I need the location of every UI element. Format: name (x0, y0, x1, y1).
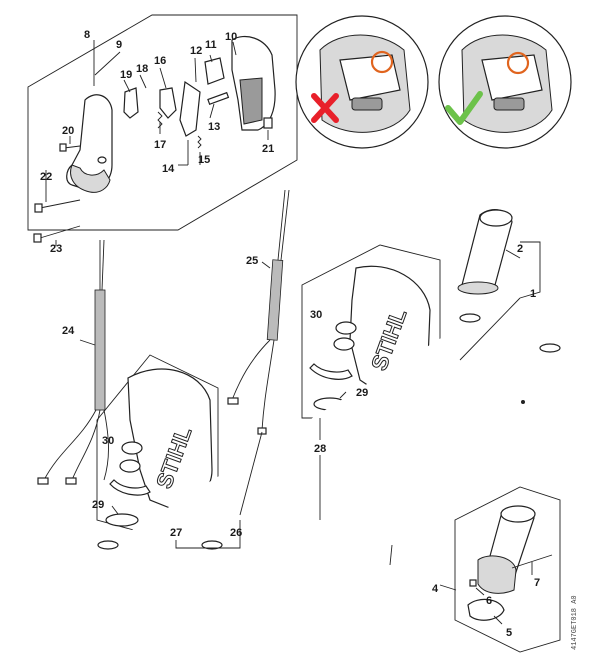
rod-13 (207, 91, 230, 106)
label-29-left: 29 (92, 499, 104, 511)
label-17: 17 (154, 139, 166, 151)
seal-30-left (121, 441, 143, 455)
label-21: 21 (262, 143, 274, 155)
clamp-29-left (105, 513, 139, 527)
cable-harness-25 (227, 189, 290, 435)
label-9: 9 (116, 39, 122, 51)
spring-15 (197, 135, 202, 149)
label-1: 1 (530, 288, 536, 300)
handle-screw-hole (97, 156, 107, 164)
bracket-1-2 (519, 241, 541, 299)
label-26: 26 (230, 527, 242, 539)
label-10: 10 (225, 31, 237, 43)
label-12: 12 (190, 45, 202, 57)
label-8: 8 (84, 29, 90, 41)
label-30-right: 30 (310, 309, 322, 321)
label-4: 4 (432, 583, 439, 595)
label-23: 23 (50, 243, 62, 255)
screw-23 (33, 225, 81, 246)
label-20: 20 (62, 125, 74, 137)
label-25: 25 (246, 255, 258, 267)
bottom-handle-frame (454, 486, 561, 653)
wrong-mounting-view (295, 15, 429, 149)
clip-right (309, 363, 353, 380)
red-x-icon (311, 93, 339, 123)
handlebar-assembly (92, 313, 561, 652)
loop-handle-clamp (477, 555, 517, 594)
label-28: 28 (314, 443, 326, 455)
handle-housing-base (70, 164, 111, 193)
handle-housing-interior (239, 77, 263, 125)
label-30-left: 30 (102, 435, 114, 447)
label-6: 6 (486, 595, 492, 607)
spring-17 (157, 111, 163, 129)
lever-19 (123, 87, 139, 119)
nut-6 (469, 579, 477, 587)
label-22: 22 (40, 171, 52, 183)
label-29-right: 29 (356, 387, 368, 399)
grip-2 (457, 209, 513, 295)
label-24: 24 (62, 325, 75, 337)
label-11: 11 (205, 39, 217, 51)
clamp-5 (467, 598, 505, 621)
lever-16 (159, 87, 177, 119)
clip-left (109, 479, 151, 496)
highlight-ring (506, 51, 530, 75)
part-labels: 8 9 10 11 12 13 14 15 16 17 18 19 20 21 … (40, 29, 540, 639)
label-27: 27 (170, 527, 182, 539)
handle-group-frame (27, 14, 298, 231)
screw-22 (34, 199, 81, 213)
label-7: 7 (534, 577, 540, 589)
label-13: 13 (208, 121, 220, 133)
highlight-ring (370, 50, 394, 74)
throttle-trigger (179, 80, 201, 137)
green-check-icon (445, 91, 483, 125)
correct-mounting-view (438, 15, 572, 149)
screw-7 (511, 554, 553, 569)
label-5: 5 (506, 627, 512, 639)
screw-20 (59, 143, 81, 152)
label-2: 2 (517, 243, 523, 255)
switch-11 (204, 57, 225, 85)
seal-30-right (335, 321, 357, 335)
control-handle-group (27, 14, 298, 231)
screw-21 (263, 117, 273, 129)
drawing-code: 4147GET018 A0 (571, 595, 579, 650)
label-18: 18 (136, 63, 148, 75)
cable-harness-24 (37, 239, 109, 485)
label-14: 14 (162, 163, 175, 175)
label-16: 16 (154, 55, 166, 67)
bottom-handle-group (439, 486, 561, 653)
leader-lines (175, 418, 393, 566)
label-15: 15 (198, 154, 210, 166)
label-19: 19 (120, 69, 132, 81)
